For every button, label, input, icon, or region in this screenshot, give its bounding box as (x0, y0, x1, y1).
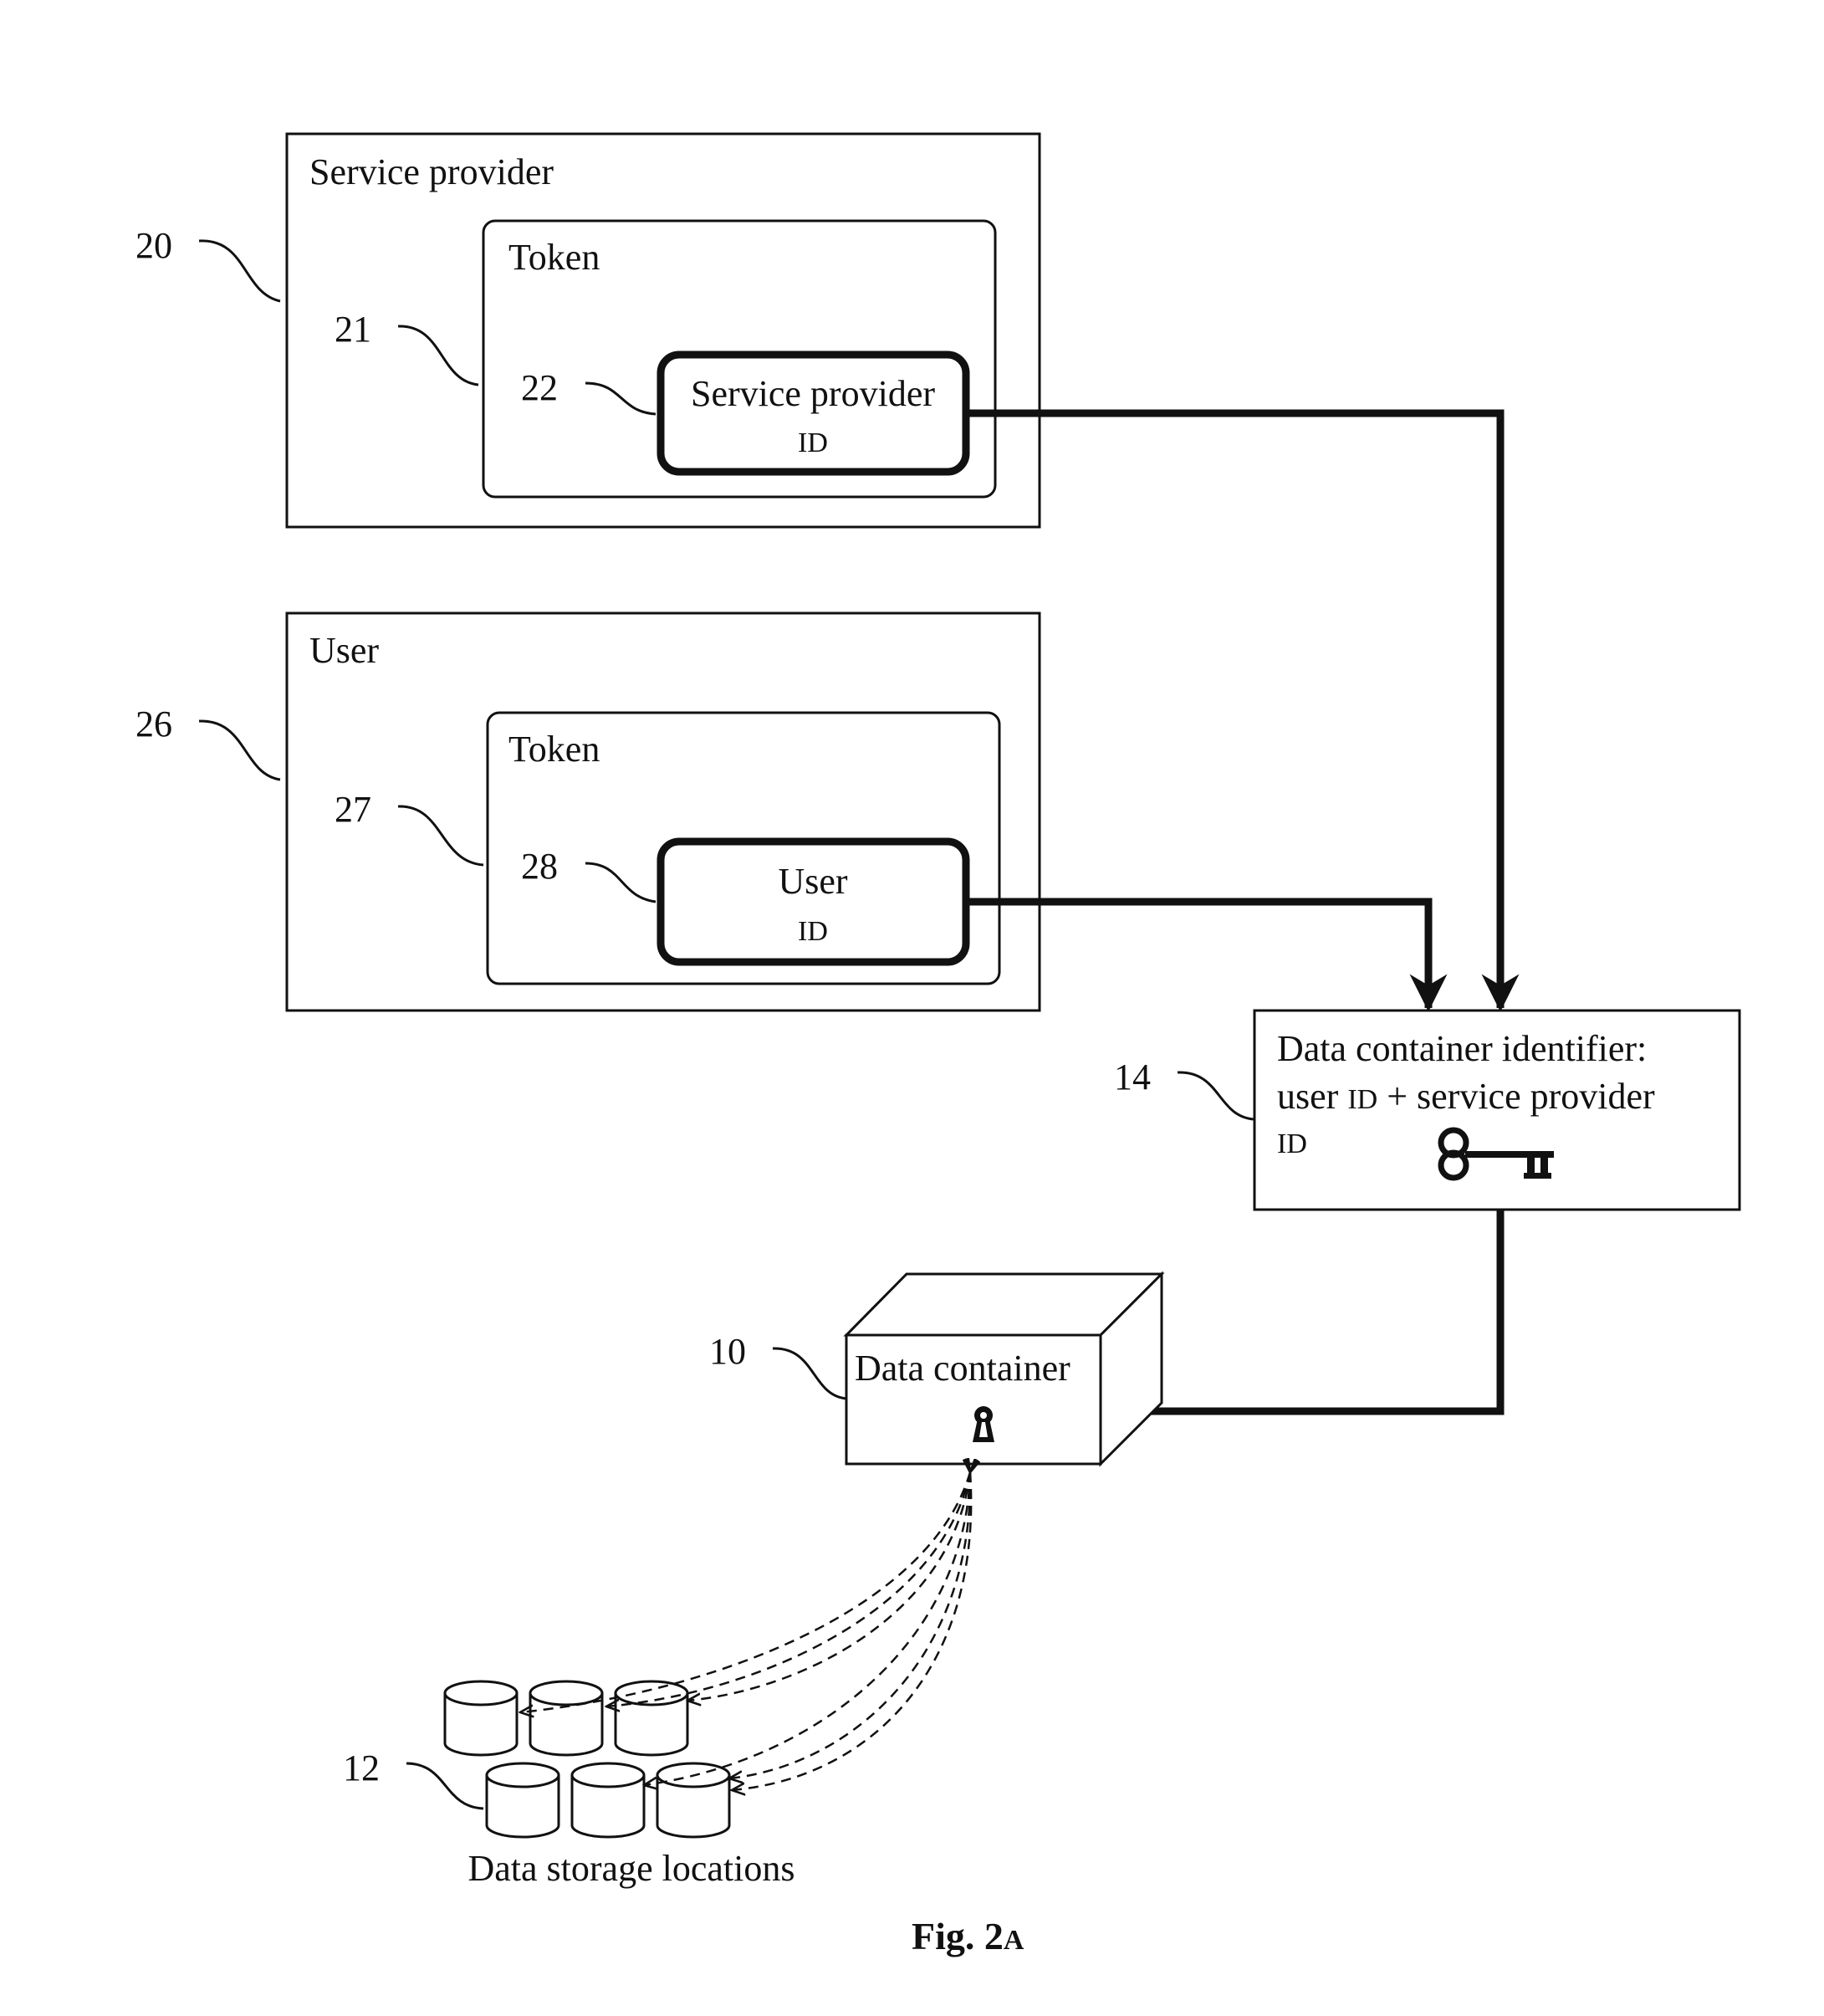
database-cylinder-icon (616, 1681, 687, 1755)
ref-21: 21 (335, 309, 371, 350)
link-storage-4 (644, 1472, 970, 1785)
identifier-line2-id: ID (1347, 1084, 1377, 1115)
ref-27: 27 (335, 789, 371, 830)
service-provider-title: Service provider (309, 151, 554, 192)
database-cylinder-icon (487, 1763, 559, 1837)
link-storage-2 (606, 1472, 970, 1706)
identifier-line2-user: user (1277, 1076, 1347, 1117)
arrow-sp-id-to-identifier (966, 413, 1500, 1008)
identifier-line3: ID (1277, 1128, 1307, 1159)
identifier-line2: user ID + service provider (1277, 1076, 1655, 1117)
leader-12 (406, 1763, 483, 1809)
container-label: Data container (855, 1348, 1070, 1389)
database-cylinder-icon (445, 1681, 517, 1755)
leader-14 (1178, 1072, 1254, 1119)
leader-10 (773, 1348, 846, 1399)
ref-12: 12 (343, 1747, 380, 1788)
database-cylinder-icon (530, 1681, 602, 1755)
database-cylinder-icon (657, 1763, 729, 1837)
link-storage-6 (732, 1472, 971, 1790)
link-storage-1 (520, 1472, 970, 1712)
database-cylinder-icon (572, 1763, 644, 1837)
data-container-block: Data container 10 (709, 1274, 1162, 1464)
identifier-line2-sp: + service provider (1377, 1076, 1655, 1117)
sp-token-title: Token (508, 237, 600, 278)
ref-22: 22 (521, 367, 558, 408)
ref-28: 28 (521, 846, 558, 887)
ref-14: 14 (1114, 1057, 1151, 1098)
sp-id-line2: ID (798, 427, 828, 458)
user-token-title: Token (508, 729, 600, 770)
user-block: User 26 Token 27 User ID 28 (135, 613, 1040, 1011)
link-storage-5 (729, 1472, 970, 1778)
user-title: User (309, 630, 379, 671)
storage-label: Data storage locations (468, 1848, 795, 1889)
figure-caption: Fig. 2A (912, 1915, 1024, 1957)
service-provider-block: Service provider 20 Token 21 Service pro… (135, 134, 1040, 527)
user-id-line2: ID (798, 916, 828, 947)
figure-caption-suffix: A (1004, 1925, 1024, 1956)
ref-26: 26 (135, 704, 172, 744)
storage-block: Data storage locations 12 (343, 1681, 794, 1889)
identifier-line1: Data container identifier: (1277, 1028, 1647, 1069)
identifier-block: Data container identifier: user ID + ser… (1114, 1011, 1740, 1210)
leader-26 (199, 721, 280, 780)
figure-caption-main: Fig. 2 (912, 1915, 1004, 1957)
leader-20 (199, 241, 280, 301)
sp-id-line1: Service provider (691, 373, 935, 414)
user-id-line1: User (778, 861, 847, 902)
ref-10: 10 (709, 1331, 746, 1372)
ref-20: 20 (135, 225, 172, 266)
